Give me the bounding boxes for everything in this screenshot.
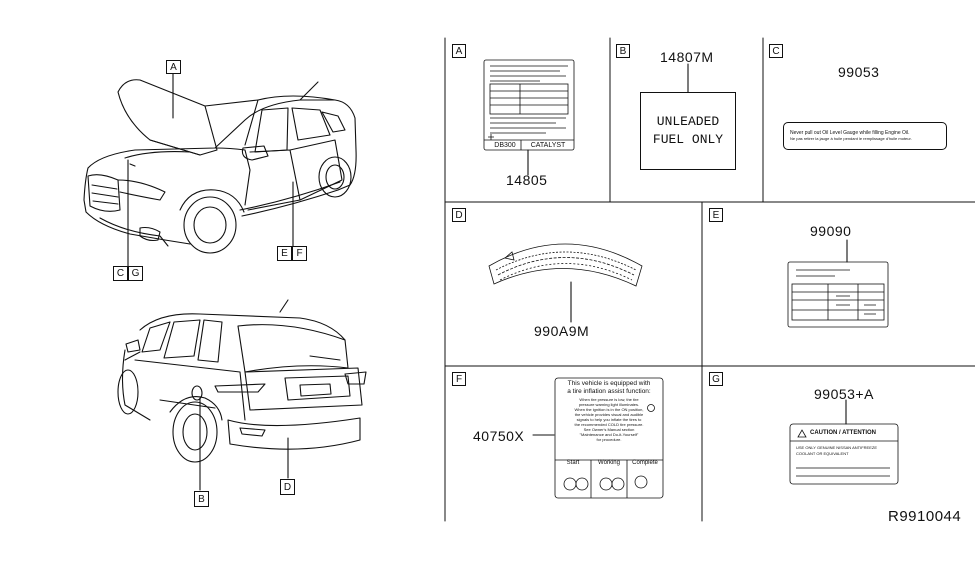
label-c-oil-gauge: Never pull out Oil Level Gauge while fil… [783, 122, 947, 150]
label-g-line-1: USE ONLY GENUINE NISSAN ANTIFREEZE [796, 445, 877, 450]
label-f-col-complete: Complete [632, 460, 658, 466]
label-f-title-1: This vehicle is equipped with [567, 380, 651, 387]
label-f-body-0: When tire pressure is low, the tire [579, 397, 639, 402]
callout-e: E [277, 246, 292, 261]
front-vehicle-drawing [83, 79, 357, 254]
part-number-f: 40750X [473, 428, 525, 444]
label-b-line-2: FUEL ONLY [652, 132, 724, 147]
label-f-text: This vehicle is equipped with a tire inf… [557, 380, 661, 442]
label-a-cell-2: CATALYST [530, 142, 566, 149]
part-number-g: 99053+A [814, 386, 874, 402]
label-f-title-2: a tire inflation assist function: [567, 387, 651, 395]
label-f-body-8: for procedure. [596, 437, 622, 442]
panel-d-letter: D [452, 208, 466, 222]
panel-a-letter: A [452, 44, 466, 58]
callout-d: D [280, 479, 295, 495]
label-f-body-3: the vehicle provides visual and audible [574, 412, 644, 417]
label-f-drawing [554, 377, 664, 499]
label-f-body-1: pressure warning light illuminates. [578, 402, 640, 407]
part-number-b: 14807M [660, 49, 714, 65]
label-b-unleaded-fuel: UNLEADED FUEL ONLY [640, 92, 736, 170]
label-f-body-7: "Maintenance and Do-it-Yourself" [579, 432, 639, 437]
label-f-body-6: See Owner's Manual section [583, 427, 635, 432]
diagram-id: R9910044 [888, 508, 962, 525]
label-f-col-working: Working [598, 460, 620, 466]
callout-g: G [128, 266, 143, 281]
label-a-cell-1: DB300 [494, 142, 516, 149]
callout-a: A [166, 60, 181, 74]
label-f-body-2: When the ignition is in the ON position, [574, 407, 644, 412]
part-number-a: 14805 [506, 172, 548, 188]
label-g-drawing [789, 423, 899, 485]
part-number-c: 99053 [838, 64, 880, 80]
panel-f-letter: F [452, 372, 466, 386]
rear-vehicle-drawing [117, 299, 367, 463]
callout-f: F [292, 246, 307, 261]
label-a-drawing [483, 59, 575, 151]
label-g-line-2: COOLANT OR EQUIVALENT [796, 451, 849, 456]
part-number-e: 99090 [810, 223, 852, 239]
label-c-line-1: Never pull out Oil Level Gauge while fil… [790, 130, 910, 136]
panel-c-letter: C [769, 44, 783, 58]
callout-c: C [113, 266, 128, 281]
label-e-drawing [787, 261, 889, 328]
label-f-body-5: the recommended COLD tire pressure. [574, 422, 644, 427]
callout-b: B [194, 491, 209, 507]
label-f-col-start: Start [566, 460, 580, 466]
panel-e-letter: E [709, 208, 723, 222]
label-f-body-4: signals to help you inflate the tires to [576, 417, 642, 422]
label-c-line-2: Ne pas retirer la jauge à huile pendant … [790, 136, 912, 141]
part-number-d: 990A9M [534, 323, 590, 339]
label-b-line-1: UNLEADED [656, 114, 720, 129]
label-g-heading: CAUTION / ATTENTION [810, 430, 876, 436]
label-d-drawing [488, 243, 643, 287]
panel-b-letter: B [616, 44, 630, 58]
panel-g-letter: G [709, 372, 723, 386]
